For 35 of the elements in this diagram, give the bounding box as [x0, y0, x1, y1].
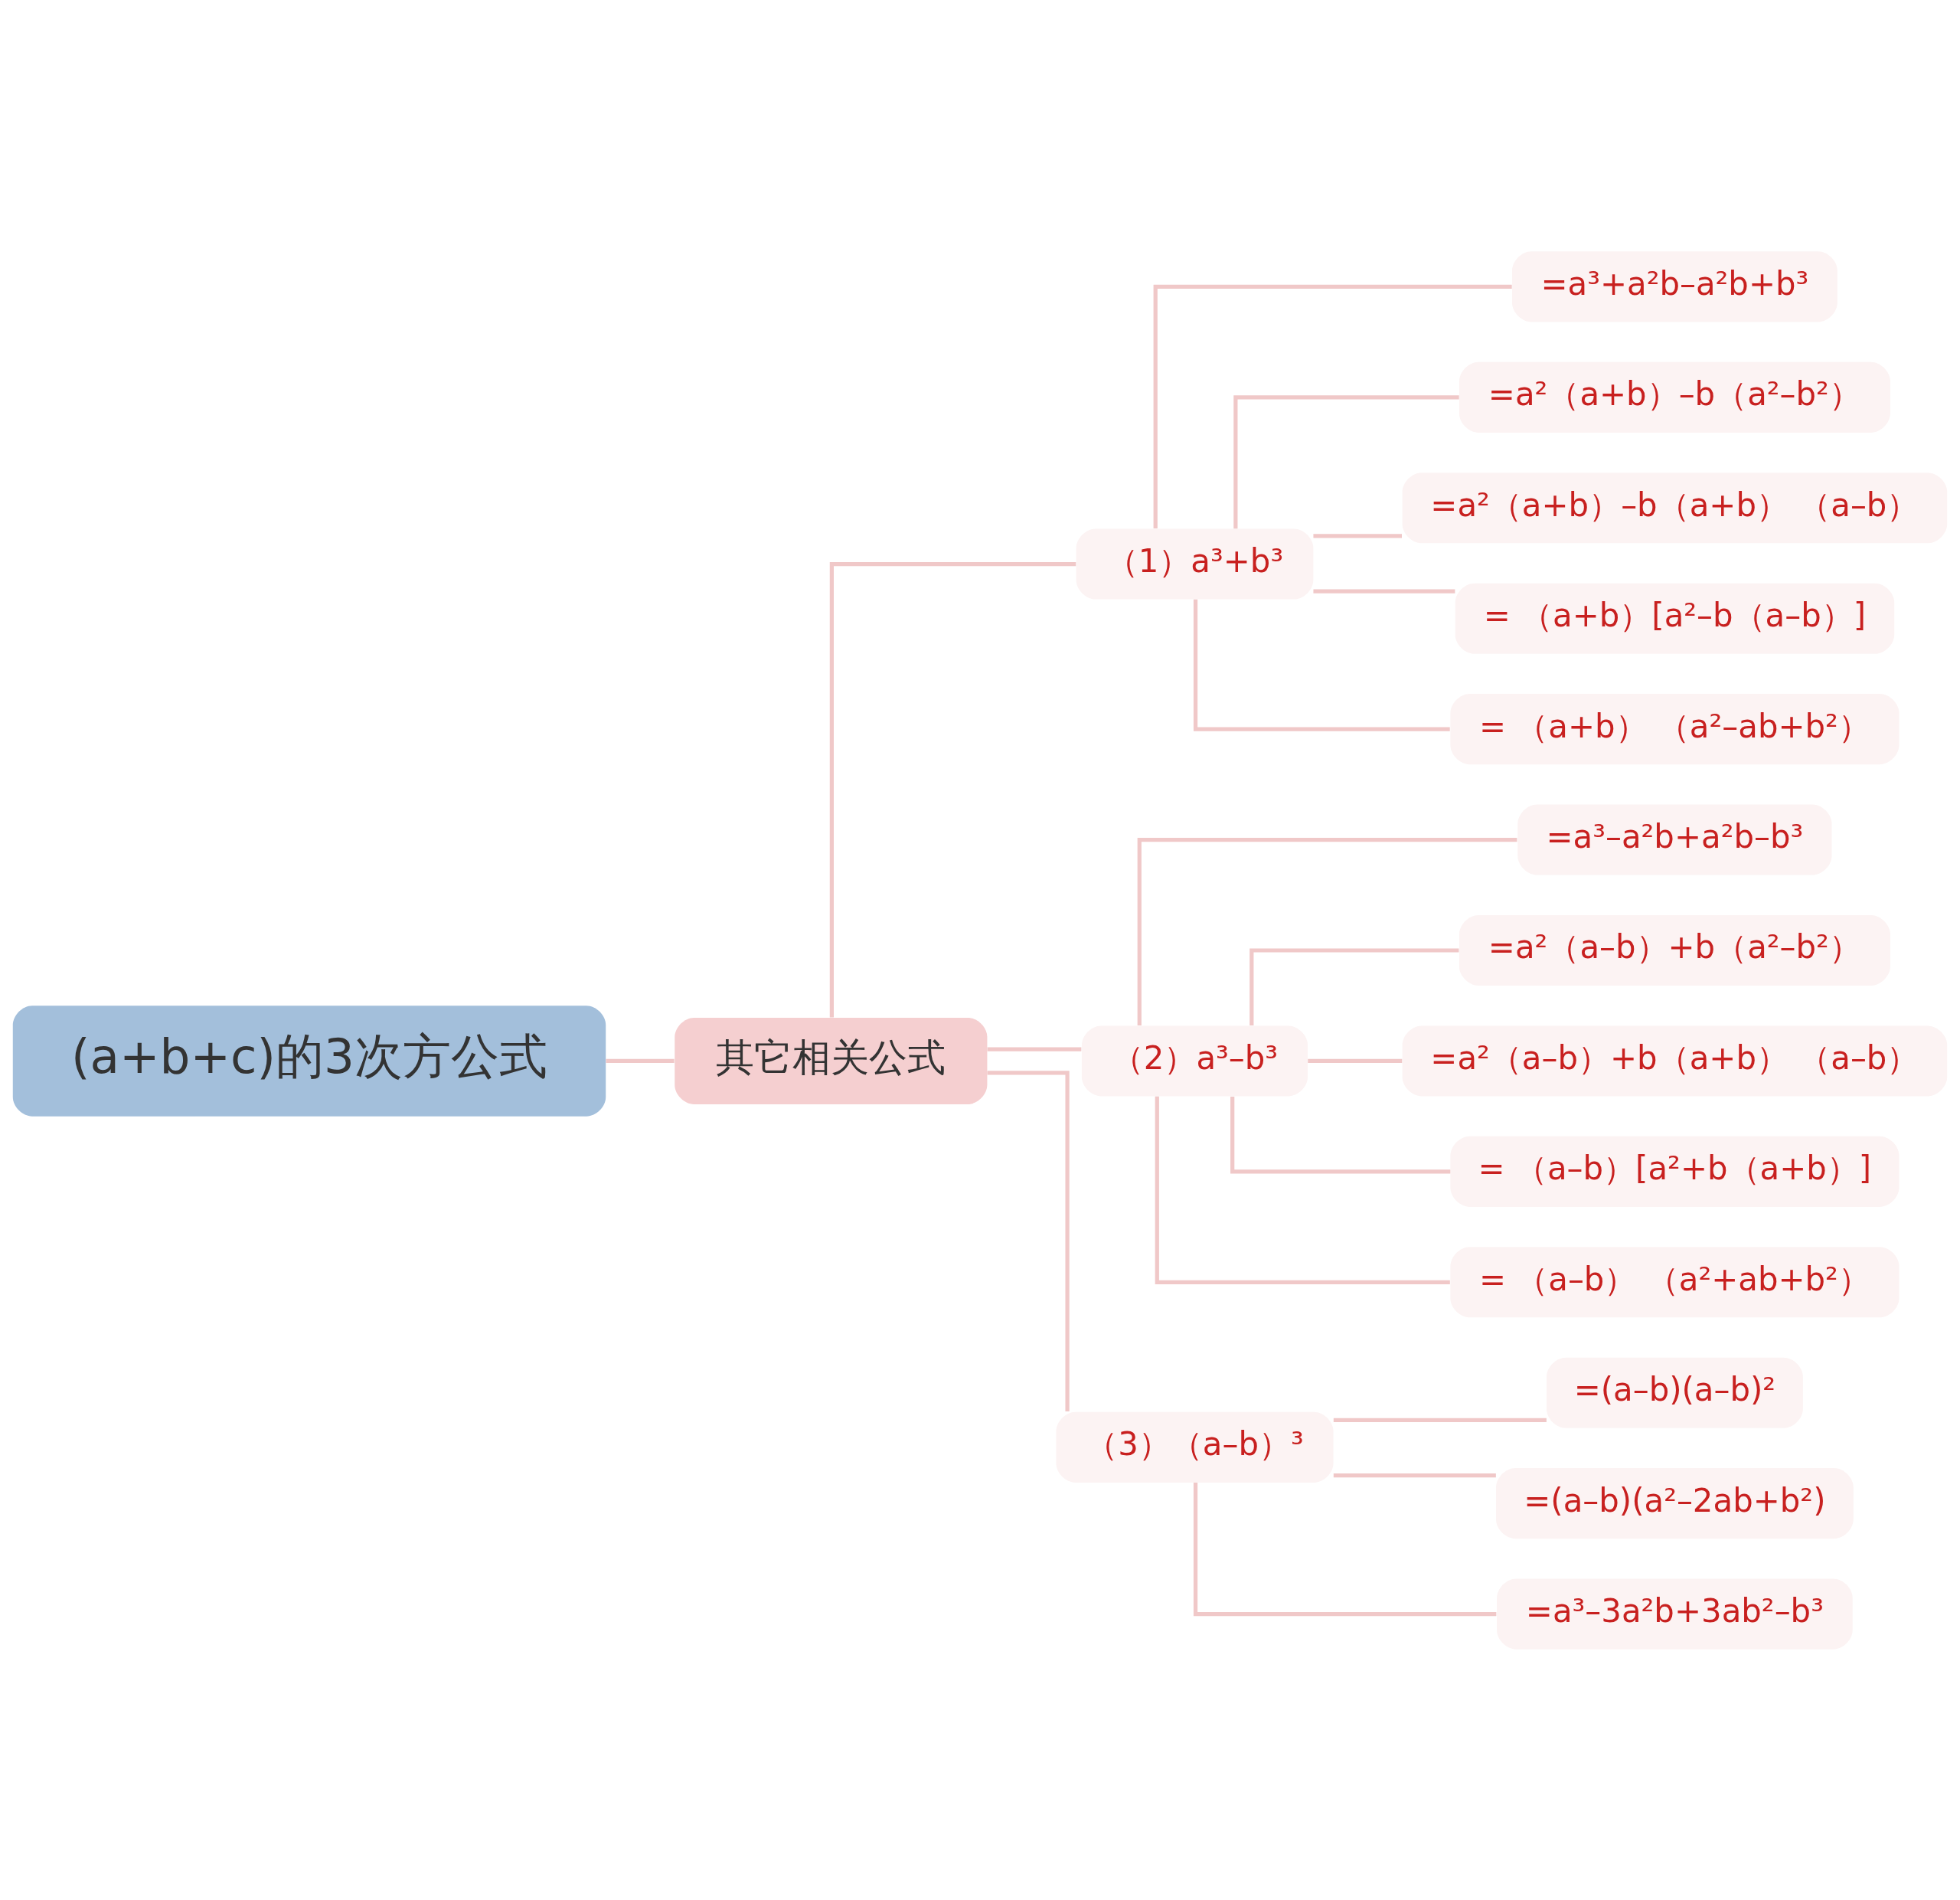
node-box: =a³–3a²b+3ab²–b³ — [1497, 1578, 1853, 1650]
connector — [1155, 1096, 1450, 1284]
node-box: = （a–b） （a²+ab+b²） — [1450, 1246, 1900, 1317]
node-box: =a²（a+b）–b（a²–b²） — [1459, 361, 1890, 433]
node-box: =a²（a+b）–b（a+b） （a–b） — [1402, 472, 1948, 543]
node-box: = （a+b）[a²–b（a–b）] — [1455, 583, 1895, 654]
connector — [987, 1046, 1082, 1051]
node-box: （1）a³+b³ — [1076, 528, 1314, 600]
connector — [1250, 947, 1459, 1025]
connector — [1137, 837, 1517, 1025]
connector — [987, 1070, 1070, 1411]
node-box: （2）a³–b³ — [1081, 1025, 1308, 1096]
connector — [606, 1058, 675, 1063]
node-box: =a²（a–b）+b（a²–b²） — [1459, 914, 1890, 986]
node-box: = （a–b）[a²+b（a+b）] — [1450, 1136, 1900, 1207]
connector — [1233, 394, 1459, 528]
connector — [1313, 589, 1455, 594]
connector — [1313, 533, 1402, 538]
node-box: =a³–a²b+a²b–b³ — [1517, 804, 1832, 875]
connector — [829, 561, 1076, 1017]
node-box: 其它相关公式 — [675, 1017, 988, 1104]
connector — [1193, 599, 1450, 731]
connector — [1193, 1482, 1497, 1616]
node-box: （3）（a–b）³ — [1056, 1411, 1334, 1483]
connector — [1333, 1473, 1496, 1477]
node-box: = （a+b） （a²–ab+b²） — [1450, 693, 1900, 764]
connector — [1333, 1418, 1547, 1422]
node-box: =a³+a²b–a²b+b³ — [1511, 250, 1838, 322]
connector — [1230, 1096, 1451, 1173]
node-box: =a²（a–b）+b（a+b） （a–b） — [1402, 1025, 1948, 1096]
connector — [1153, 284, 1512, 528]
node-box: (a+b+c)的3次方公式 — [12, 1005, 606, 1117]
node-box: =(a–b)(a–b)² — [1546, 1357, 1803, 1428]
connector — [1308, 1058, 1403, 1063]
node-box: =(a–b)(a²–2ab+b²) — [1496, 1467, 1854, 1539]
